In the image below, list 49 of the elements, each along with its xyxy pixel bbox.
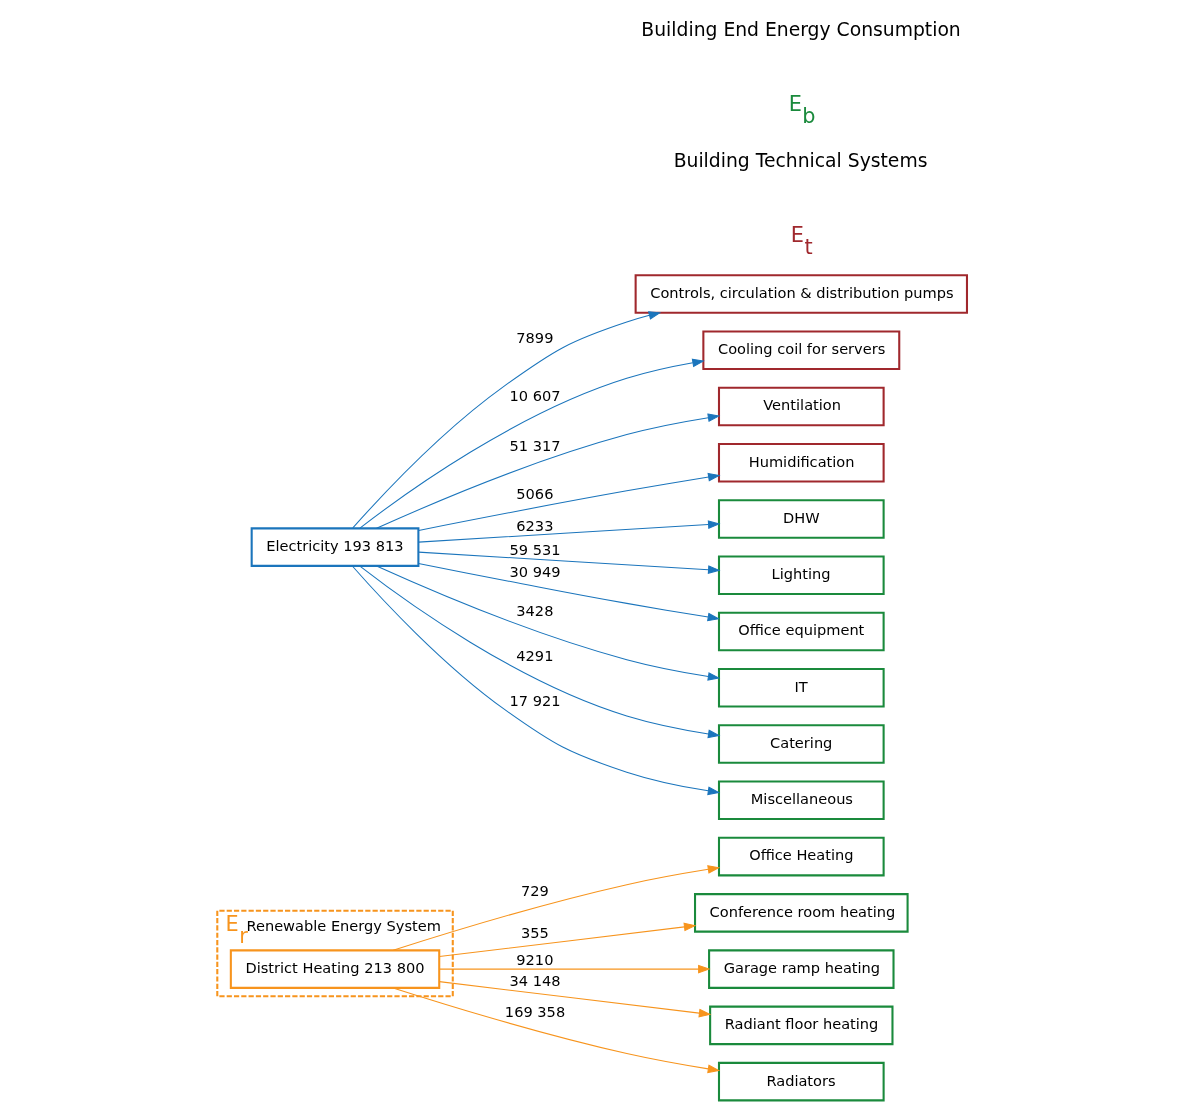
arrow xyxy=(351,311,661,529)
node-box: Electricity 193 813 xyxy=(250,527,419,567)
arrow xyxy=(417,472,721,531)
arrow xyxy=(438,922,696,958)
edge-label: 30 949 xyxy=(509,562,561,580)
edge-label: 6233 xyxy=(515,516,553,534)
edge-label: 7899 xyxy=(515,329,553,347)
edge-label: 34 148 xyxy=(509,971,561,989)
label: Building End Energy Consumption xyxy=(640,18,961,40)
node-box: District Heating 213 800 xyxy=(229,949,440,989)
edge-label: 51 317 xyxy=(509,437,561,455)
arrow xyxy=(417,520,721,543)
node-box: Humidification xyxy=(717,442,885,483)
node-box: Catering xyxy=(717,724,885,764)
node-box: Office equipment xyxy=(717,611,885,652)
arrow xyxy=(392,865,720,951)
arrow xyxy=(392,987,720,1074)
label: Building Technical Systems xyxy=(673,150,927,172)
arrow xyxy=(438,964,711,974)
node-box: Cooling coil for servers xyxy=(701,330,900,370)
arrow xyxy=(417,551,721,575)
arrow xyxy=(438,981,711,1018)
arrow xyxy=(358,358,705,529)
arrow xyxy=(417,563,720,622)
node-box: Miscellaneous xyxy=(717,780,885,821)
arrow xyxy=(375,413,720,529)
node-box: Conference room heating xyxy=(693,893,909,933)
edge-label: 3428 xyxy=(515,602,553,620)
edge-label: 5066 xyxy=(515,485,553,503)
edge-label: 17 921 xyxy=(509,691,561,709)
edge-label: 10 607 xyxy=(509,387,561,405)
edge-label: 4291 xyxy=(515,646,553,664)
node-box: IT xyxy=(717,668,885,708)
node-box: Radiators xyxy=(717,1061,885,1102)
arrow xyxy=(351,565,720,796)
node-box: Garage ramp heating xyxy=(707,949,895,989)
node-box: Radiant floor heating xyxy=(708,1005,893,1046)
edge-label: 9210 xyxy=(515,951,553,969)
node-box: DHW xyxy=(717,499,885,539)
node-box: Controls, circulation & distribution pumps xyxy=(634,274,968,314)
edge-label: 169 358 xyxy=(504,1003,565,1021)
edge-label: 729 xyxy=(520,882,549,900)
edge-label: 59 531 xyxy=(509,540,561,558)
arrow xyxy=(375,565,720,681)
arrow xyxy=(358,565,720,739)
node-box: Lighting xyxy=(717,555,885,596)
node-box: Ventilation xyxy=(717,386,885,427)
node-box: Office Heating xyxy=(717,836,885,877)
edge-label: 355 xyxy=(520,924,549,942)
